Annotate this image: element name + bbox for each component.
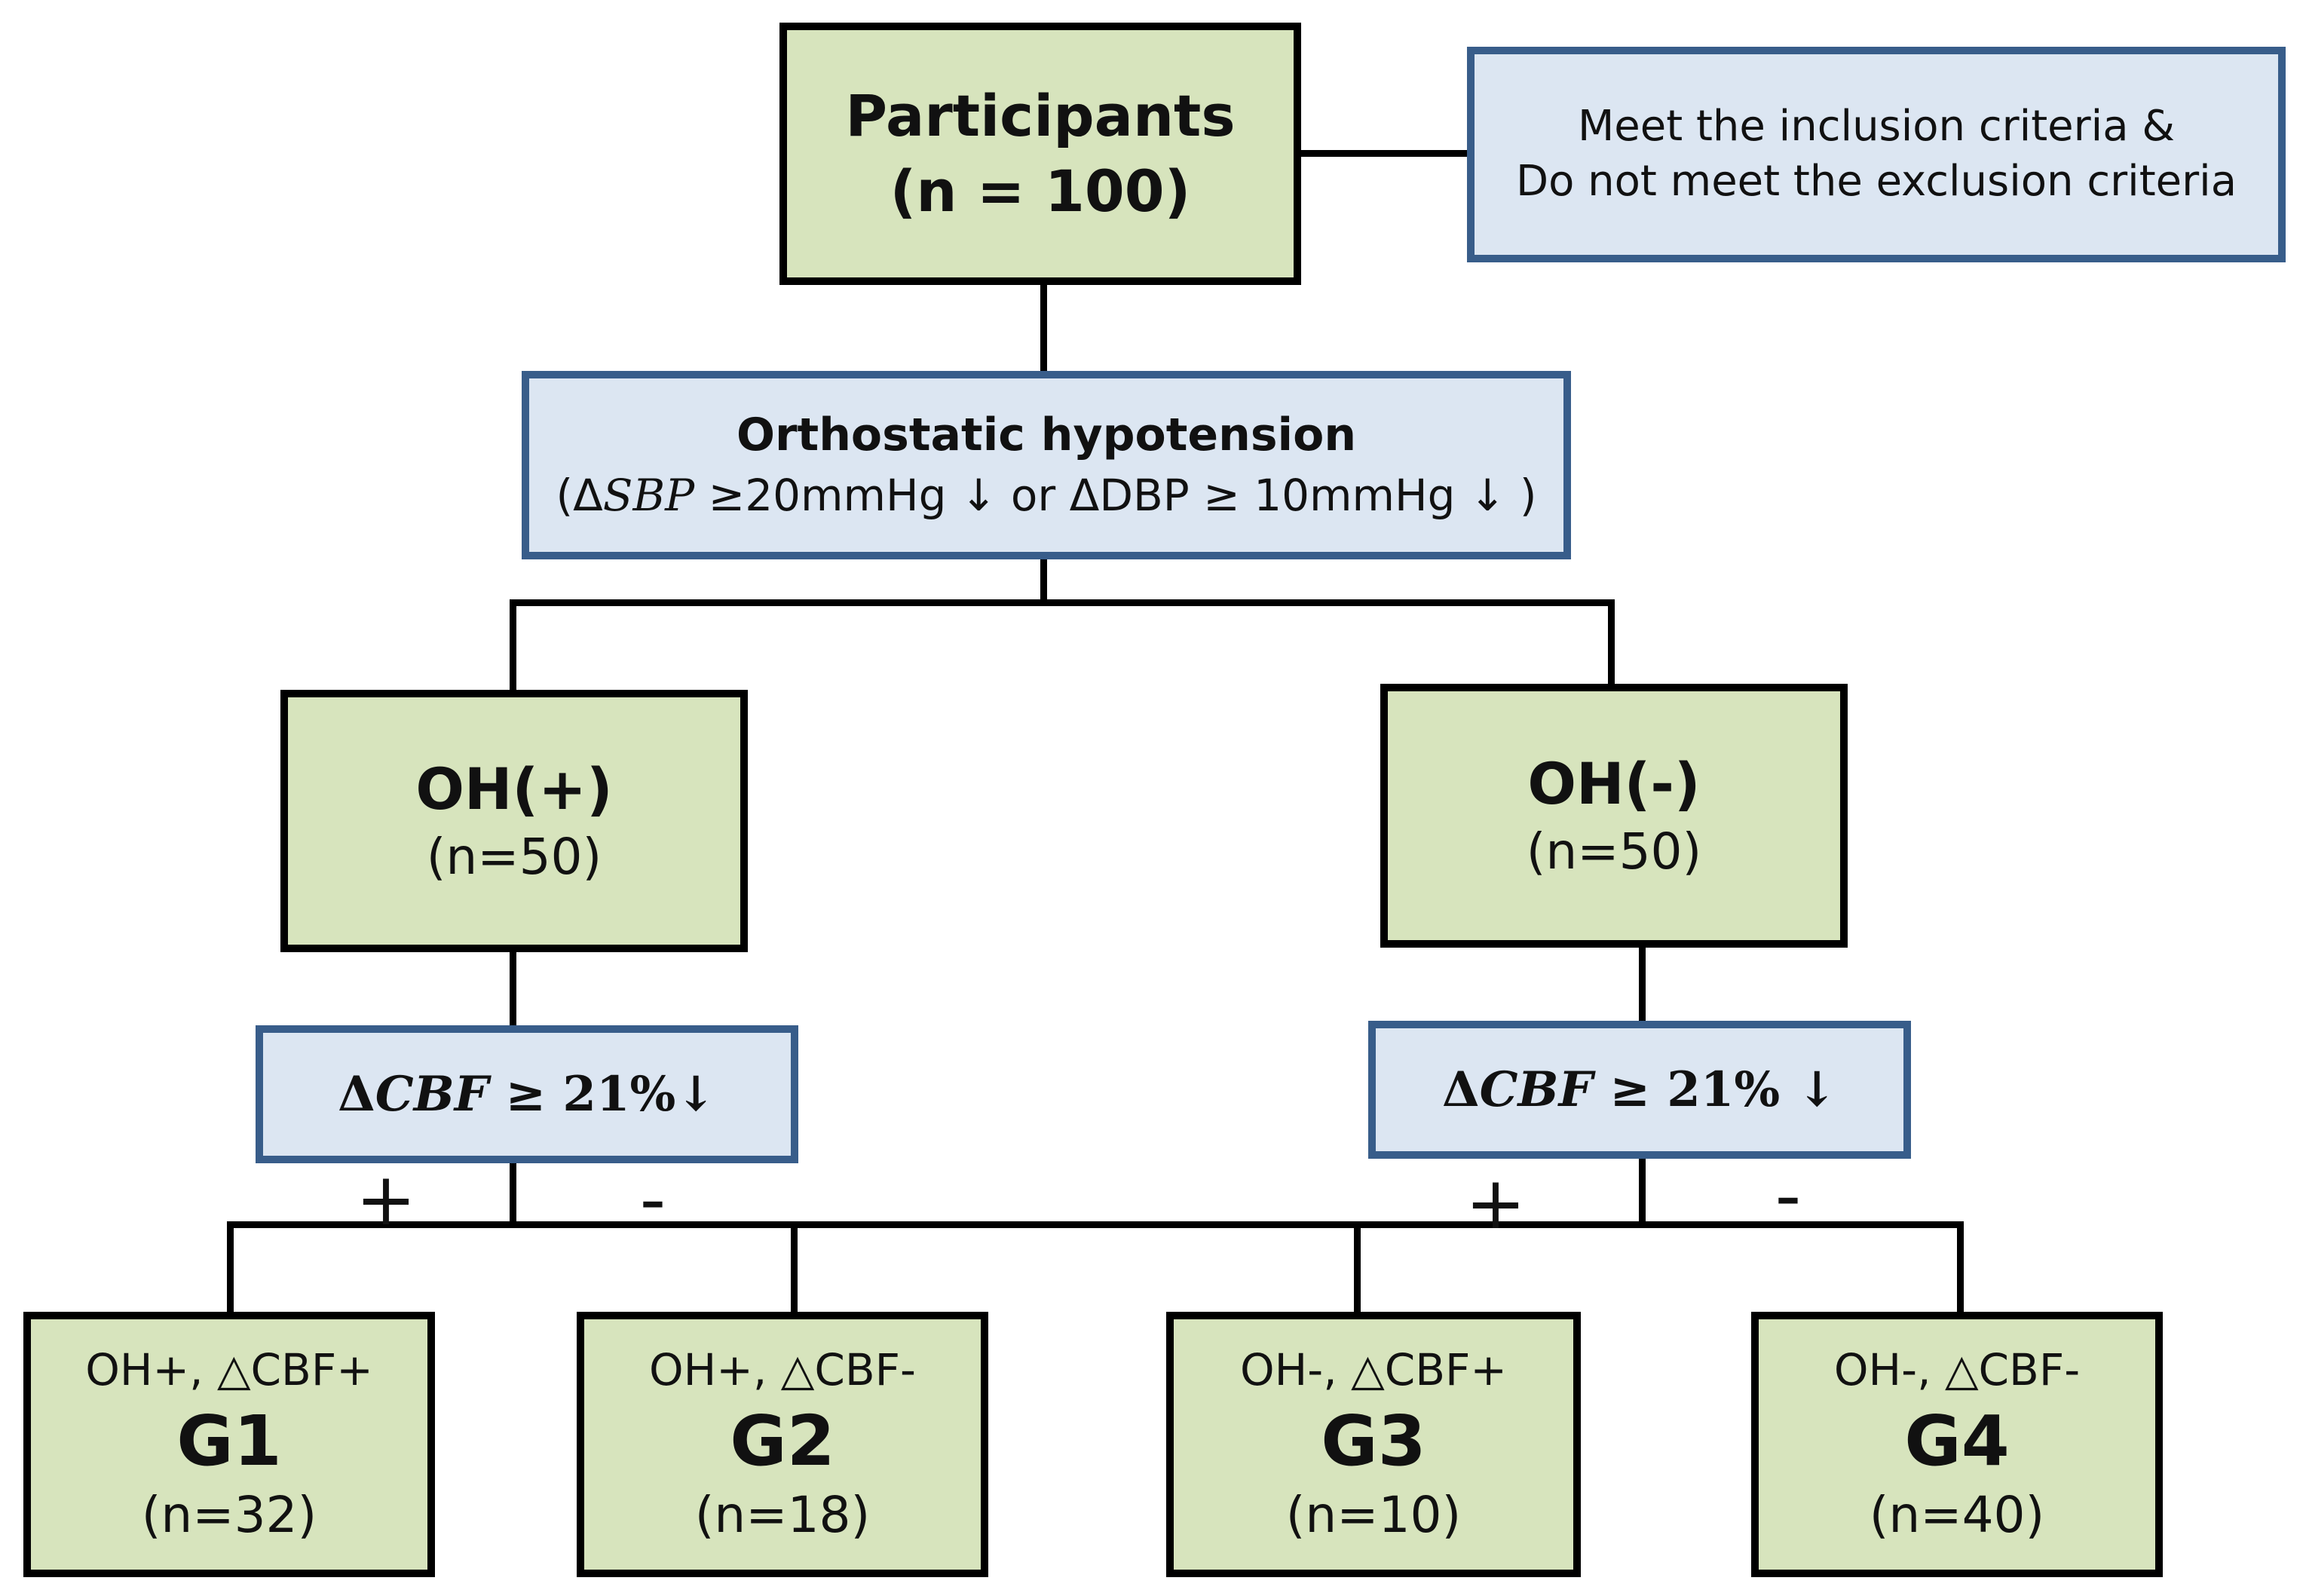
participants-count: (n = 100) (890, 158, 1191, 225)
group-g4-condition: OH-, △CBF- (1833, 1344, 2081, 1395)
criteria-box: Meet the inclusion criteria & Do not mee… (1467, 47, 2286, 262)
left-plus-sign: + (355, 1157, 417, 1242)
group-g1-name: G1 (176, 1400, 282, 1481)
connector-groups-bar (227, 1221, 1964, 1228)
group-g3-condition: OH-, △CBF+ (1240, 1344, 1507, 1395)
group-g1-box: OH+, △CBF+ G1 (n=32) (23, 1312, 435, 1577)
group-g1-condition: OH+, △CBF+ (85, 1344, 373, 1395)
group-g2-box: OH+, △CBF- G2 (n=18) (577, 1312, 988, 1577)
group-g3-name: G3 (1321, 1400, 1426, 1481)
orthostatic-delta: Δ (573, 470, 603, 522)
connector-bar-g2 (791, 1221, 798, 1312)
oh-negative-count: (n=50) (1526, 823, 1702, 881)
right-minus-sign: - (1775, 1153, 1802, 1238)
cbf-right-box: ΔCBF ≥ 21% ↓ (1368, 1021, 1911, 1159)
right-plus-sign: + (1465, 1161, 1527, 1245)
oh-negative-label: OH(-) (1527, 750, 1701, 818)
cbf-right-rest: ≥ 21% ↓ (1593, 1061, 1838, 1118)
connector-bar-g3 (1354, 1221, 1361, 1312)
cbf-left-rule: ΔCBF ≥ 21%↓ (338, 1066, 716, 1123)
group-g2-name: G2 (730, 1400, 835, 1481)
group-g4-box: OH-, △CBF- G4 (n=40) (1751, 1312, 2163, 1577)
orthostatic-title: Orthostatic hypotension (736, 409, 1357, 462)
connector-branch-ohpos (510, 599, 516, 690)
cbf-right-rule: ΔCBF ≥ 21% ↓ (1442, 1061, 1837, 1118)
connector-ohpos-cbf (510, 946, 516, 1025)
orthostatic-box: Orthostatic hypotension (ΔSBP ≥20mmHg ↓ … (522, 371, 1571, 559)
cbf-right-var: CBF (1479, 1061, 1594, 1118)
connector-bar-g1 (227, 1221, 234, 1312)
cbf-left-box: ΔCBF ≥ 21%↓ (256, 1025, 798, 1163)
oh-negative-box: OH(-) (n=50) (1380, 684, 1848, 948)
connector-oh-trunk (1040, 554, 1047, 599)
connector-cbf-left-trunk (510, 1157, 516, 1227)
orthostatic-rule: (ΔSBP ≥20mmHg ↓ or ΔDBP ≥ 10mmHg ↓ ) (556, 466, 1536, 525)
connector-branch-ohneg (1608, 599, 1615, 684)
group-g2-count: (n=18) (694, 1485, 871, 1544)
criteria-exclusion: Do not meet the exclusion criteria (1515, 157, 2237, 206)
connector-oh-branch (510, 599, 1615, 606)
orthostatic-rule-open: ( (556, 470, 574, 522)
criteria-inclusion: Meet the inclusion criteria & (1577, 102, 2175, 152)
group-g2-condition: OH+, △CBF- (649, 1344, 916, 1395)
connector-ohneg-cbf (1639, 942, 1646, 1021)
oh-positive-box: OH(+) (n=50) (280, 690, 748, 952)
left-minus-sign: - (639, 1157, 666, 1242)
connector-participants-oh (1040, 280, 1047, 377)
orthostatic-rule-rest: ≥20mmHg ↓ or ΔDBP ≥ 10mmHg ↓ ) (694, 470, 1537, 522)
group-g3-box: OH-, △CBF+ G3 (n=10) (1166, 1312, 1581, 1577)
participants-box: Participants (n = 100) (779, 23, 1301, 285)
cbf-left-var: CBF (375, 1066, 489, 1123)
group-g4-name: G4 (1904, 1400, 2010, 1481)
group-g1-count: (n=32) (141, 1485, 317, 1544)
cbf-right-delta: Δ (1441, 1061, 1480, 1118)
connector-bar-g4 (1957, 1221, 1964, 1312)
oh-positive-count: (n=50) (426, 828, 602, 887)
connector-cbf-right-trunk (1639, 1153, 1646, 1227)
connector-participants-criteria (1297, 150, 1470, 157)
cbf-left-delta: Δ (338, 1066, 375, 1123)
cbf-left-rest: ≥ 21%↓ (488, 1066, 716, 1123)
participants-title: Participants (845, 81, 1236, 149)
orthostatic-sbp: SBP (602, 470, 695, 522)
group-g4-count: (n=40) (1869, 1485, 2045, 1544)
group-g3-count: (n=10) (1285, 1485, 1462, 1544)
oh-positive-label: OH(+) (415, 755, 613, 823)
